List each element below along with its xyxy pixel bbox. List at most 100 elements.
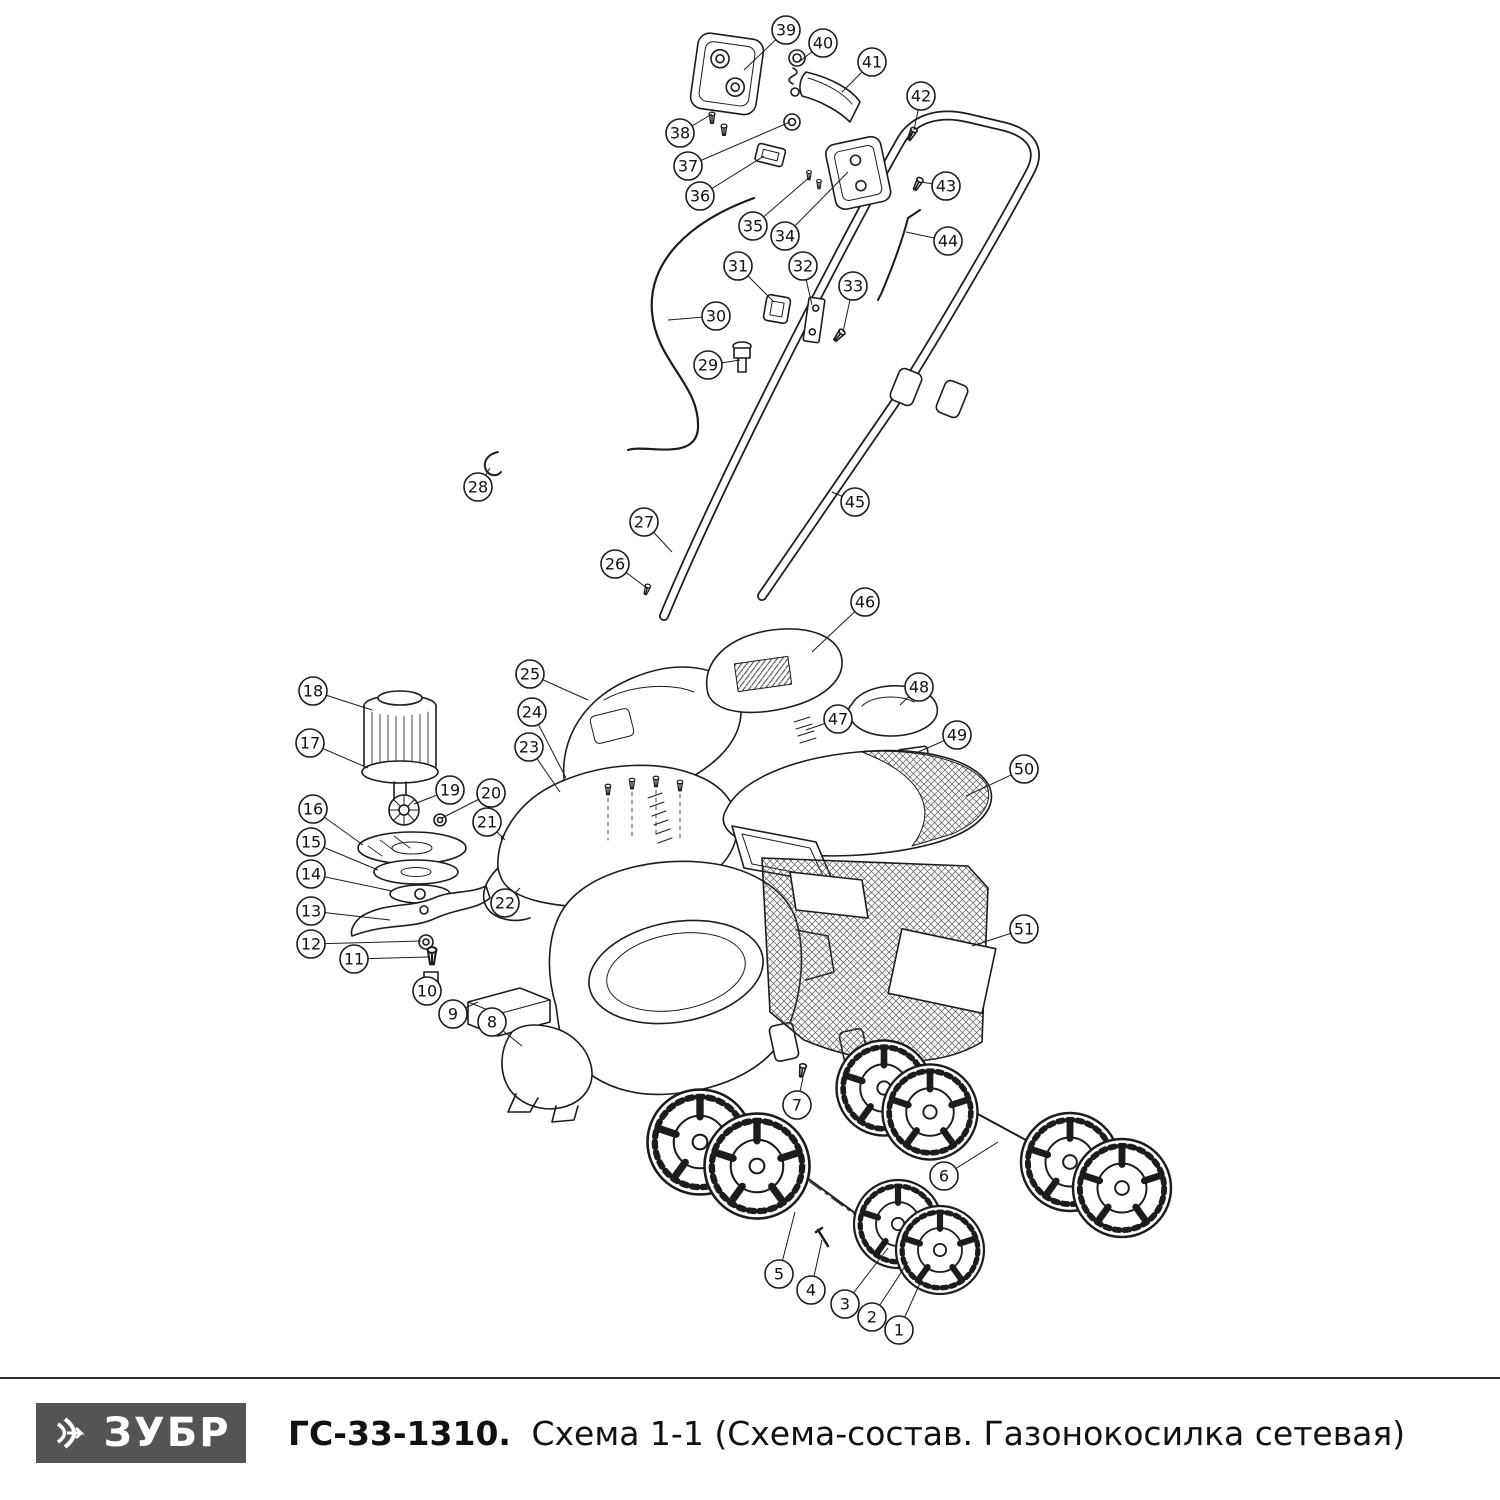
callout-12: 12 [296,929,326,959]
svg-text:48: 48 [909,678,929,697]
svg-text:3: 3 [840,1295,850,1314]
small-screw [816,178,822,190]
wheel-front-left-outer [705,1114,810,1219]
svg-text:20: 20 [481,784,501,803]
wing-knob [732,341,752,373]
svg-text:26: 26 [605,555,625,574]
svg-text:8: 8 [487,1013,497,1032]
svg-text:19: 19 [440,781,460,800]
callout-14: 14 [296,859,326,889]
svg-text:40: 40 [813,34,833,53]
deck-bolt [796,1062,808,1079]
svg-text:21: 21 [477,813,497,832]
callout-49: 49 [942,720,972,750]
svg-text:41: 41 [862,53,882,72]
svg-text:18: 18 [303,682,323,701]
callout-35: 35 [738,211,768,241]
cord-clip [762,293,792,325]
switch-button-spring [788,49,806,97]
switch-screw [708,111,716,125]
svg-text:24: 24 [522,703,542,722]
svg-text:16: 16 [303,800,323,819]
svg-text:2: 2 [867,1308,877,1327]
svg-text:49: 49 [947,726,967,745]
leader-line-12 [310,940,422,945]
svg-text:32: 32 [793,257,813,276]
leader-line-34 [784,171,849,237]
leader-line-37 [687,121,791,167]
mower-drawing [350,32,1171,1294]
svg-text:37: 37 [678,157,698,176]
callout-23: 23 [514,732,544,762]
callout-40: 40 [808,28,838,58]
callout-3: 3 [830,1289,860,1319]
tension-rod [877,209,921,301]
blade-washer [418,934,434,950]
callout-13: 13 [296,896,326,926]
callout-44: 44 [933,226,963,256]
model-number: ГС-33-1310. [288,1413,511,1453]
switch-lever [799,71,861,123]
svg-text:33: 33 [843,277,863,296]
callout-32: 32 [788,251,818,281]
svg-text:28: 28 [468,478,488,497]
callout-15: 15 [296,827,326,857]
callout-41: 41 [857,47,887,77]
svg-text:47: 47 [828,710,848,729]
diagram-title: ГС-33-1310. Схема 1-1 (Схема-состав. Газ… [288,1414,1405,1453]
callout-24: 24 [517,697,547,727]
exploded-diagram: 1234567891011121314151617181920212223242… [295,15,1500,1345]
callout-10: 10 [412,976,442,1006]
svg-text:11: 11 [344,950,364,969]
callout-20: 20 [476,778,506,808]
svg-text:35: 35 [743,217,763,236]
callout-5: 5 [764,1259,794,1289]
callout-46: 46 [850,587,880,617]
svg-text:39: 39 [776,21,796,40]
callout-27: 27 [629,507,659,537]
switch-box [689,32,765,116]
callout-31: 31 [723,251,753,281]
callout-21: 21 [472,807,502,837]
callout-34: 34 [770,221,800,251]
callout-30: 30 [701,301,731,331]
callout-6: 6 [929,1161,959,1191]
svg-text:7: 7 [792,1096,802,1115]
svg-text:14: 14 [301,865,321,884]
cable-bushing [783,113,801,131]
lower-handle-screw [642,582,652,596]
callout-18: 18 [298,676,328,706]
blade-bolt [426,946,438,966]
svg-text:10: 10 [417,982,437,1001]
catcher-body [761,857,997,1063]
callout-2: 2 [857,1302,887,1332]
callout-8: 8 [477,1007,507,1037]
handle-screw [911,175,925,193]
svg-text:23: 23 [519,738,539,757]
handle-knobs [889,367,969,419]
svg-text:31: 31 [728,257,748,276]
svg-text:50: 50 [1014,760,1034,779]
callout-42: 42 [906,81,936,111]
svg-text:1: 1 [894,1321,904,1340]
svg-text:44: 44 [938,232,958,251]
callout-26: 26 [600,549,630,579]
callout-47: 47 [823,704,853,734]
rear-cover [705,628,843,714]
callout-51: 51 [1009,914,1039,944]
switch-plate [825,135,892,211]
axle-pin [814,1226,830,1248]
svg-text:6: 6 [939,1167,949,1186]
blade [350,885,491,937]
deck-screw [604,783,612,796]
deck-screw [652,775,660,788]
catcher-top [722,749,993,885]
rating-label [733,655,793,693]
catcher-label [887,927,997,1015]
zubr-logo-text: ЗУБР [103,1410,231,1456]
zubr-logo-icon [57,1417,86,1449]
zubr-logo: ЗУБР [36,1403,246,1463]
deck-screw [628,777,636,790]
svg-text:17: 17 [300,734,320,753]
